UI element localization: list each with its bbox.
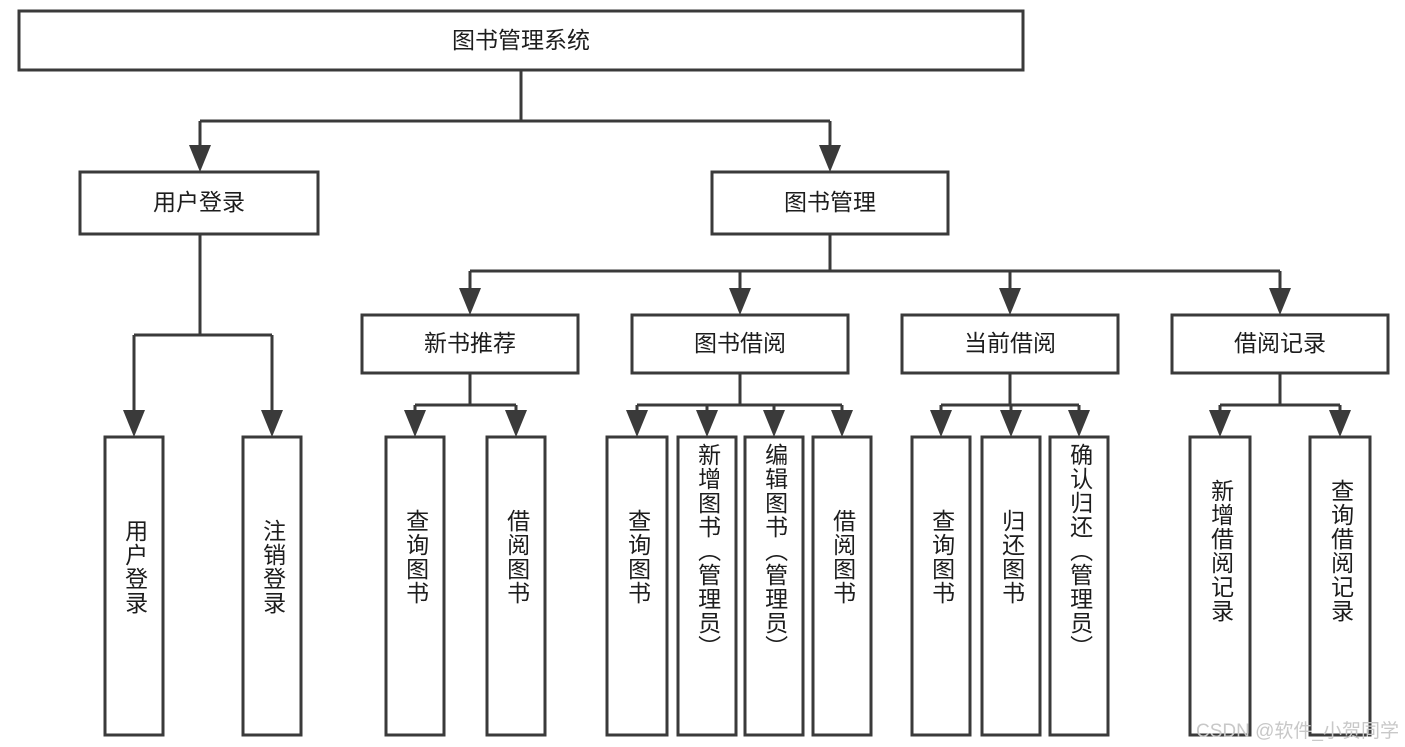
node-root-box[interactable] [17,9,1025,72]
node-book-borrow-label: 图书借阅 [694,330,786,356]
arrow-currentborrow-leaf-3 [1068,410,1090,437]
node-book-borrow[interactable]: 图书借阅 [630,313,850,375]
node-borrow-record-label: 借阅记录 [1234,330,1326,356]
leaf-boxes [103,435,1372,737]
arrow-to-current-borrow [999,288,1021,315]
node-new-book-recommend[interactable]: 新书推荐 [360,313,580,375]
leaf-box-bor-edit-book[interactable] [743,435,805,737]
edges-borrowrecord-to-leaves [1209,373,1351,437]
arrow-borrowrecord-leaf-2 [1329,410,1351,437]
node-current-borrow[interactable]: 当前借阅 [900,313,1120,375]
leaf-box-cur-confirm[interactable] [1048,435,1110,737]
leaf-box-rec-borrow-book[interactable] [485,435,547,737]
node-root-label: 图书管理系统 [452,27,590,53]
node-user-login-label: 用户登录 [153,189,245,215]
edges-recommend-to-leaves [404,373,527,437]
node-user-login-box[interactable] [78,170,320,236]
arrow-to-borrow-record [1269,288,1291,315]
node-current-borrow-label: 当前借阅 [964,330,1056,356]
node-new-book-recommend-box[interactable] [360,313,580,375]
edges-currentborrow-to-leaves [930,373,1090,437]
node-borrow-record-box[interactable] [1170,313,1390,375]
leaf-box-cur-query-book[interactable] [910,435,972,737]
leaf-box-bor-add-book[interactable] [676,435,738,737]
edges-userlogin-to-leaves [123,234,283,437]
node-borrow-record[interactable]: 借阅记录 [1170,313,1390,375]
arrow-currentborrow-leaf-1 [930,410,952,437]
arrow-userlogin-leaf-2 [261,410,283,437]
arrow-borrowrecord-leaf-1 [1209,410,1231,437]
arrow-bookborrow-leaf-3 [763,410,785,437]
arrow-bookborrow-leaf-2 [696,410,718,437]
node-new-book-recommend-label: 新书推荐 [424,330,516,356]
leaf-box-cur-return-book[interactable] [980,435,1042,737]
node-book-manage-box[interactable] [710,170,950,236]
arrow-root-to-book-manage [819,145,841,172]
edges-bookborrow-to-leaves [626,373,853,437]
node-book-borrow-box[interactable] [630,313,850,375]
node-current-borrow-box[interactable] [900,313,1120,375]
arrow-userlogin-leaf-1 [123,410,145,437]
node-book-manage[interactable]: 图书管理 [710,170,950,236]
arrow-root-to-user-login [189,145,211,172]
leaf-box-bor-query-book[interactable] [605,435,669,737]
node-root[interactable]: 图书管理系统 [17,9,1025,72]
node-user-login[interactable]: 用户登录 [78,170,320,236]
leaf-box-rec-query-book[interactable] [384,435,446,737]
leaf-box-user-login[interactable] [103,435,165,737]
leaf-box-bor-borrow-book[interactable] [811,435,873,737]
arrow-bookborrow-leaf-1 [626,410,648,437]
arrow-recommend-leaf-2 [505,410,527,437]
edges-bookmanage-to-level3 [459,234,1291,315]
leaf-box-rec-query-record[interactable] [1308,435,1372,737]
arrow-to-new-book-recommend [459,288,481,315]
leaf-box-user-logout[interactable] [241,435,303,737]
leaf-box-rec-add-record[interactable] [1188,435,1252,737]
node-book-manage-label: 图书管理 [784,189,876,215]
arrow-bookborrow-leaf-4 [831,410,853,437]
arrow-currentborrow-leaf-2 [1000,410,1022,437]
arrow-recommend-leaf-1 [404,410,426,437]
arrow-to-book-borrow [729,288,751,315]
edges-root-to-level2 [189,70,841,172]
